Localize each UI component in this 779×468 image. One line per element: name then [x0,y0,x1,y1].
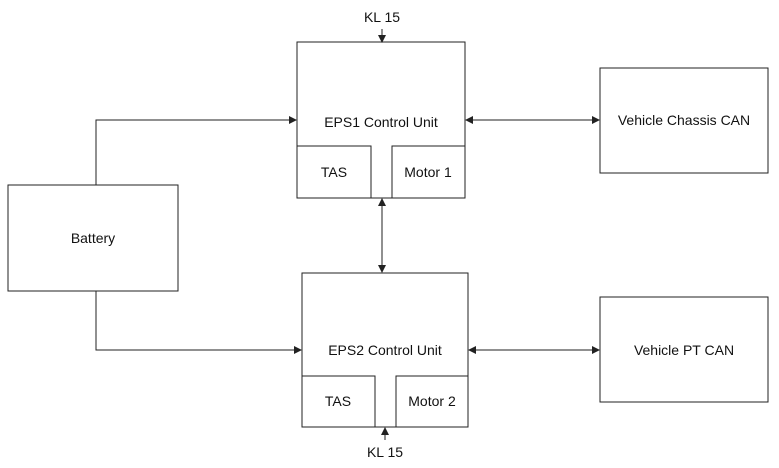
battery-box [7,184,179,292]
eps2-control-unit: EPS2 Control Unit TAS Motor 2 [301,272,469,428]
eps1-tas-label: TAS [321,164,347,180]
eps1-title: EPS1 Control Unit [324,114,438,130]
eps1-motor-label: Motor 1 [404,164,452,180]
eps1-motor-box [391,145,466,199]
eps2-motor-box [395,375,469,428]
eps2-title: EPS2 Control Unit [328,342,442,358]
battery-to-eps2-line [95,291,302,354]
vehicle-chassis-can: Vehicle Chassis CAN [599,67,769,174]
battery: Battery [7,184,179,292]
vehicle-pt-can: Vehicle PT CAN [599,296,769,403]
pt-can-label: Vehicle PT CAN [634,342,734,358]
kl15-bottom-label: KL 15 [367,444,403,460]
chassis-can-label: Vehicle Chassis CAN [618,112,750,128]
battery-label: Battery [71,230,115,246]
eps1-tas-box [296,145,372,199]
eps2-tas-box [301,375,376,428]
battery-to-eps1-line [95,116,297,185]
eps2-tas-label: TAS [325,393,351,409]
eps2-motor-label: Motor 2 [408,393,456,409]
kl15-top-label: KL 15 [364,9,400,25]
pt-can-box [599,296,769,403]
chassis-can-box [599,67,769,174]
eps1-control-unit: EPS1 Control Unit TAS Motor 1 [296,41,466,199]
